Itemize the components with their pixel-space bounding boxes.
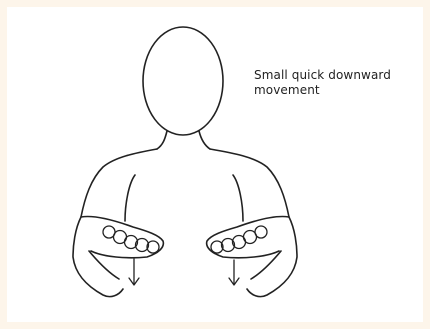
right-hand: [207, 216, 289, 257]
annotation-line-2: movement: [254, 83, 414, 98]
annotation-line-1: Small quick downward: [254, 68, 414, 83]
down-arrow-icon: [129, 259, 139, 285]
left-shoulder: [81, 149, 157, 217]
right-shoulder: [210, 149, 289, 217]
right-fingers: [211, 226, 267, 253]
illustration-panel: Small quick downward movement: [7, 7, 423, 322]
signing-figure: [7, 7, 423, 322]
head: [143, 27, 223, 135]
right-inner-arm: [233, 175, 243, 221]
neck-right: [199, 131, 210, 149]
left-inner-arm: [125, 175, 135, 221]
left-fingers: [103, 226, 159, 253]
neck-left: [157, 131, 167, 149]
down-arrow-icon: [229, 260, 239, 285]
movement-annotation: Small quick downward movement: [254, 68, 414, 98]
left-hand: [81, 216, 163, 257]
